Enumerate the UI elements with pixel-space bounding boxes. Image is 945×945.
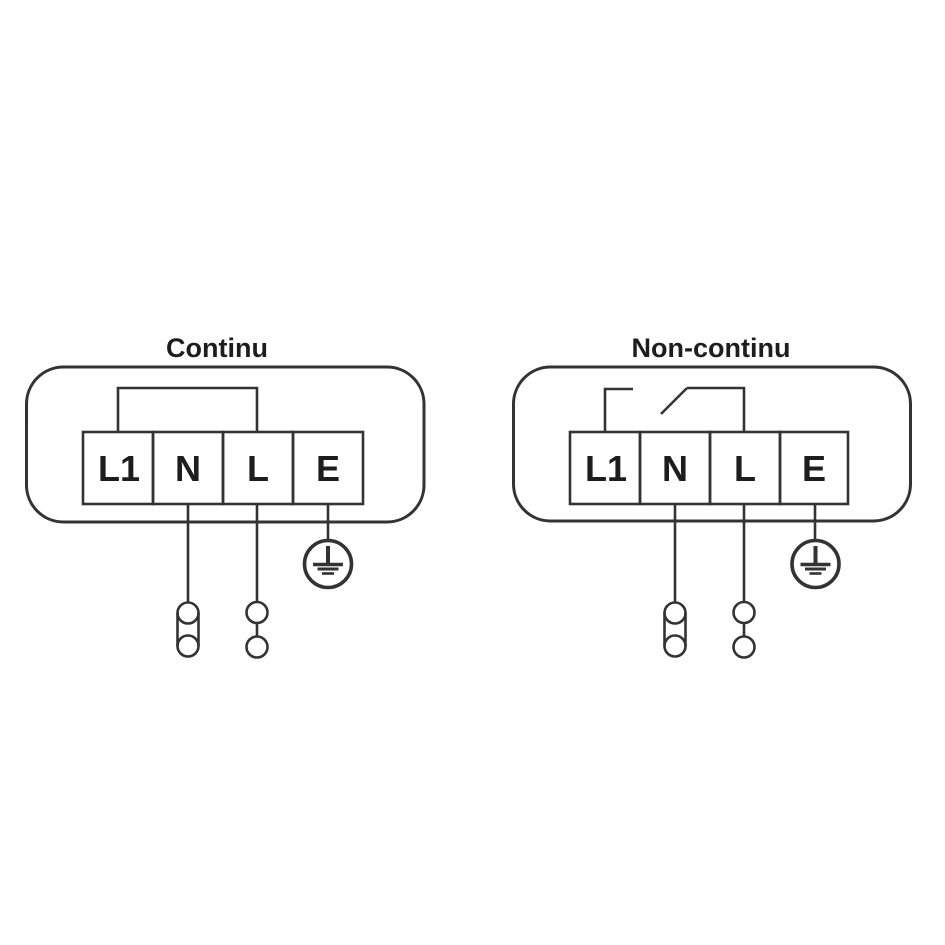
live-connector xyxy=(732,600,756,659)
terminal-label-e: E xyxy=(802,448,826,489)
earth-circle xyxy=(302,538,354,590)
connector-circle-top xyxy=(663,601,687,625)
connector-circle-top xyxy=(176,601,200,625)
live-connector xyxy=(245,600,269,659)
connector-circle-top xyxy=(245,600,269,625)
neutral-connector xyxy=(176,601,200,658)
diagram-non-continu: Non-continu L1 N L E xyxy=(512,333,912,659)
neutral-connector xyxy=(663,601,687,658)
switch-blade xyxy=(660,387,688,415)
terminal-label-l1: L1 xyxy=(585,448,627,489)
connector-circle-top xyxy=(732,600,756,625)
switch-fixed-contact xyxy=(603,387,633,432)
earth-symbol xyxy=(302,538,354,590)
terminal-label-l: L xyxy=(247,448,269,489)
device-outline xyxy=(25,365,426,524)
diagram-title-non-continu: Non-continu xyxy=(632,333,791,363)
jumper-wire-l1-to-l xyxy=(116,386,259,432)
switch-output-contact xyxy=(687,386,746,432)
diagram-title-continu: Continu xyxy=(166,333,268,363)
terminal-block: L1 N L E xyxy=(568,430,850,506)
switch-wire-l1-to-l xyxy=(603,386,746,432)
terminal-label-l: L xyxy=(734,448,756,489)
connector-circle-bottom xyxy=(245,635,269,659)
terminal-label-n: N xyxy=(662,448,688,489)
connector-circle-bottom xyxy=(732,635,756,659)
connector-circle-bottom xyxy=(663,634,687,658)
terminal-block: L1 N L E xyxy=(81,430,365,506)
earth-symbol xyxy=(790,538,841,590)
connector-circle-bottom xyxy=(176,634,200,658)
terminal-label-e: E xyxy=(316,448,340,489)
device-outline xyxy=(512,365,912,523)
earth-circle xyxy=(790,538,841,590)
diagram-continu: Continu L1 N L E xyxy=(25,333,426,659)
terminal-label-n: N xyxy=(175,448,201,489)
terminal-label-l1: L1 xyxy=(98,448,140,489)
